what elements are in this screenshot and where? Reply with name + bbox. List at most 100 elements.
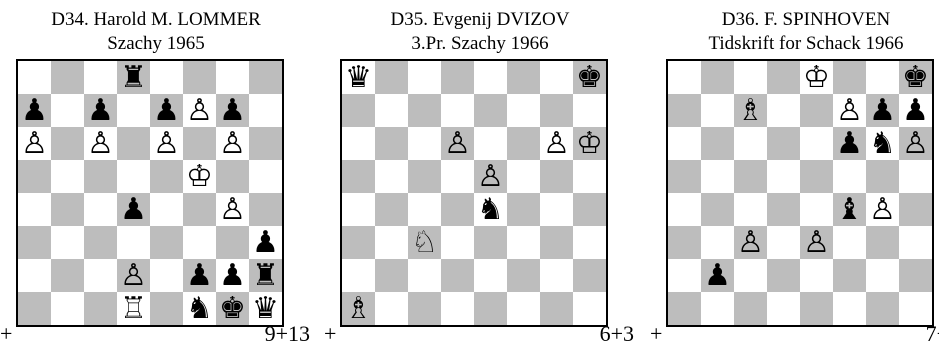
square-b1: [51, 292, 84, 325]
black-pawn-icon: ♟: [216, 94, 249, 127]
square-a3: [18, 226, 51, 259]
square-b5: [51, 160, 84, 193]
square-a2: [342, 259, 375, 292]
study-source: Szachy 1965: [10, 32, 302, 56]
square-d3: [441, 226, 474, 259]
square-g6: ♞: [866, 127, 899, 160]
square-e1: [474, 292, 507, 325]
square-c8: [84, 61, 117, 94]
square-e3: ♙: [800, 226, 833, 259]
square-d2: [767, 259, 800, 292]
square-h6: ♔: [573, 127, 606, 160]
square-a3: [668, 226, 701, 259]
square-a3: [342, 226, 375, 259]
square-b5: [701, 160, 734, 193]
white-bishop-icon: ♗: [734, 94, 767, 127]
square-f8: [183, 61, 216, 94]
square-f1: [507, 292, 540, 325]
square-g6: ♙: [540, 127, 573, 160]
square-c1: [408, 292, 441, 325]
square-a7: [342, 94, 375, 127]
square-g1: ♚: [216, 292, 249, 325]
square-h5: [249, 160, 282, 193]
square-f5: ♔: [183, 160, 216, 193]
square-c3: ♙: [734, 226, 767, 259]
black-pawn-icon: ♟: [183, 259, 216, 292]
white-pawn-icon: ♙: [899, 127, 932, 160]
square-a4: [18, 193, 51, 226]
square-c4: [408, 193, 441, 226]
black-pawn-icon: ♟: [117, 193, 150, 226]
study-title: D35. Evgenij DVIZOV: [334, 8, 626, 32]
square-c1: [84, 292, 117, 325]
square-g7: ♟: [866, 94, 899, 127]
study-d36: D36. F. SPINHOVEN Tidskrift for Schack 1…: [660, 0, 939, 347]
square-c7: [408, 94, 441, 127]
piece-count: 9+13: [265, 322, 310, 346]
square-d5: [767, 160, 800, 193]
square-b8: [375, 61, 408, 94]
square-g5: [216, 160, 249, 193]
white-pawn-icon: ♙: [216, 127, 249, 160]
square-c6: [408, 127, 441, 160]
stipulation: +: [324, 322, 336, 346]
square-h8: ♚: [573, 61, 606, 94]
square-d6: ♙: [441, 127, 474, 160]
square-b8: [51, 61, 84, 94]
square-c2: [84, 259, 117, 292]
square-b1: [375, 292, 408, 325]
square-d3: [767, 226, 800, 259]
square-h2: [899, 259, 932, 292]
square-h5: [899, 160, 932, 193]
white-pawn-icon: ♙: [734, 226, 767, 259]
square-a2: [18, 259, 51, 292]
square-g2: ♟: [216, 259, 249, 292]
black-knight-icon: ♞: [183, 292, 216, 325]
square-d1: [767, 292, 800, 325]
black-pawn-icon: ♟: [899, 94, 932, 127]
study-title: D34. Harold M. LOMMER: [10, 8, 302, 32]
square-b3: [51, 226, 84, 259]
white-pawn-icon: ♙: [540, 127, 573, 160]
square-c2: [734, 259, 767, 292]
square-g5: [540, 160, 573, 193]
black-rook-icon: ♜: [249, 259, 282, 292]
white-bishop-icon: ♗: [342, 292, 375, 325]
square-a8: ♛: [342, 61, 375, 94]
square-e5: [800, 160, 833, 193]
square-f7: ♙: [833, 94, 866, 127]
white-pawn-icon: ♙: [117, 259, 150, 292]
square-g7: [540, 94, 573, 127]
square-b4: [375, 193, 408, 226]
square-f1: [833, 292, 866, 325]
square-a7: [668, 94, 701, 127]
square-h7: [249, 94, 282, 127]
square-b6: [51, 127, 84, 160]
white-pawn-icon: ♙: [84, 127, 117, 160]
white-pawn-icon: ♙: [833, 94, 866, 127]
square-d4: [441, 193, 474, 226]
white-pawn-icon: ♙: [216, 193, 249, 226]
square-c8: [408, 61, 441, 94]
black-knight-icon: ♞: [474, 193, 507, 226]
square-e2: [150, 259, 183, 292]
square-c7: ♟: [84, 94, 117, 127]
square-h3: [899, 226, 932, 259]
study-d34: D34. Harold M. LOMMER Szachy 1965 ♜♟♟♟♙♟…: [10, 0, 302, 347]
square-b3: [375, 226, 408, 259]
square-h2: ♜: [249, 259, 282, 292]
square-d1: [441, 292, 474, 325]
black-pawn-icon: ♟: [701, 259, 734, 292]
square-g6: ♙: [216, 127, 249, 160]
square-f2: [507, 259, 540, 292]
square-f8: [833, 61, 866, 94]
study-d35: D35. Evgenij DVIZOV 3.Pr. Szachy 1966 ♛♚…: [334, 0, 626, 347]
square-b2: [51, 259, 84, 292]
square-f6: ♟: [833, 127, 866, 160]
square-h8: [249, 61, 282, 94]
square-b4: [701, 193, 734, 226]
white-pawn-icon: ♙: [800, 226, 833, 259]
square-e3: [474, 226, 507, 259]
square-d7: [441, 94, 474, 127]
study-title: D36. F. SPINHOVEN: [660, 8, 939, 32]
